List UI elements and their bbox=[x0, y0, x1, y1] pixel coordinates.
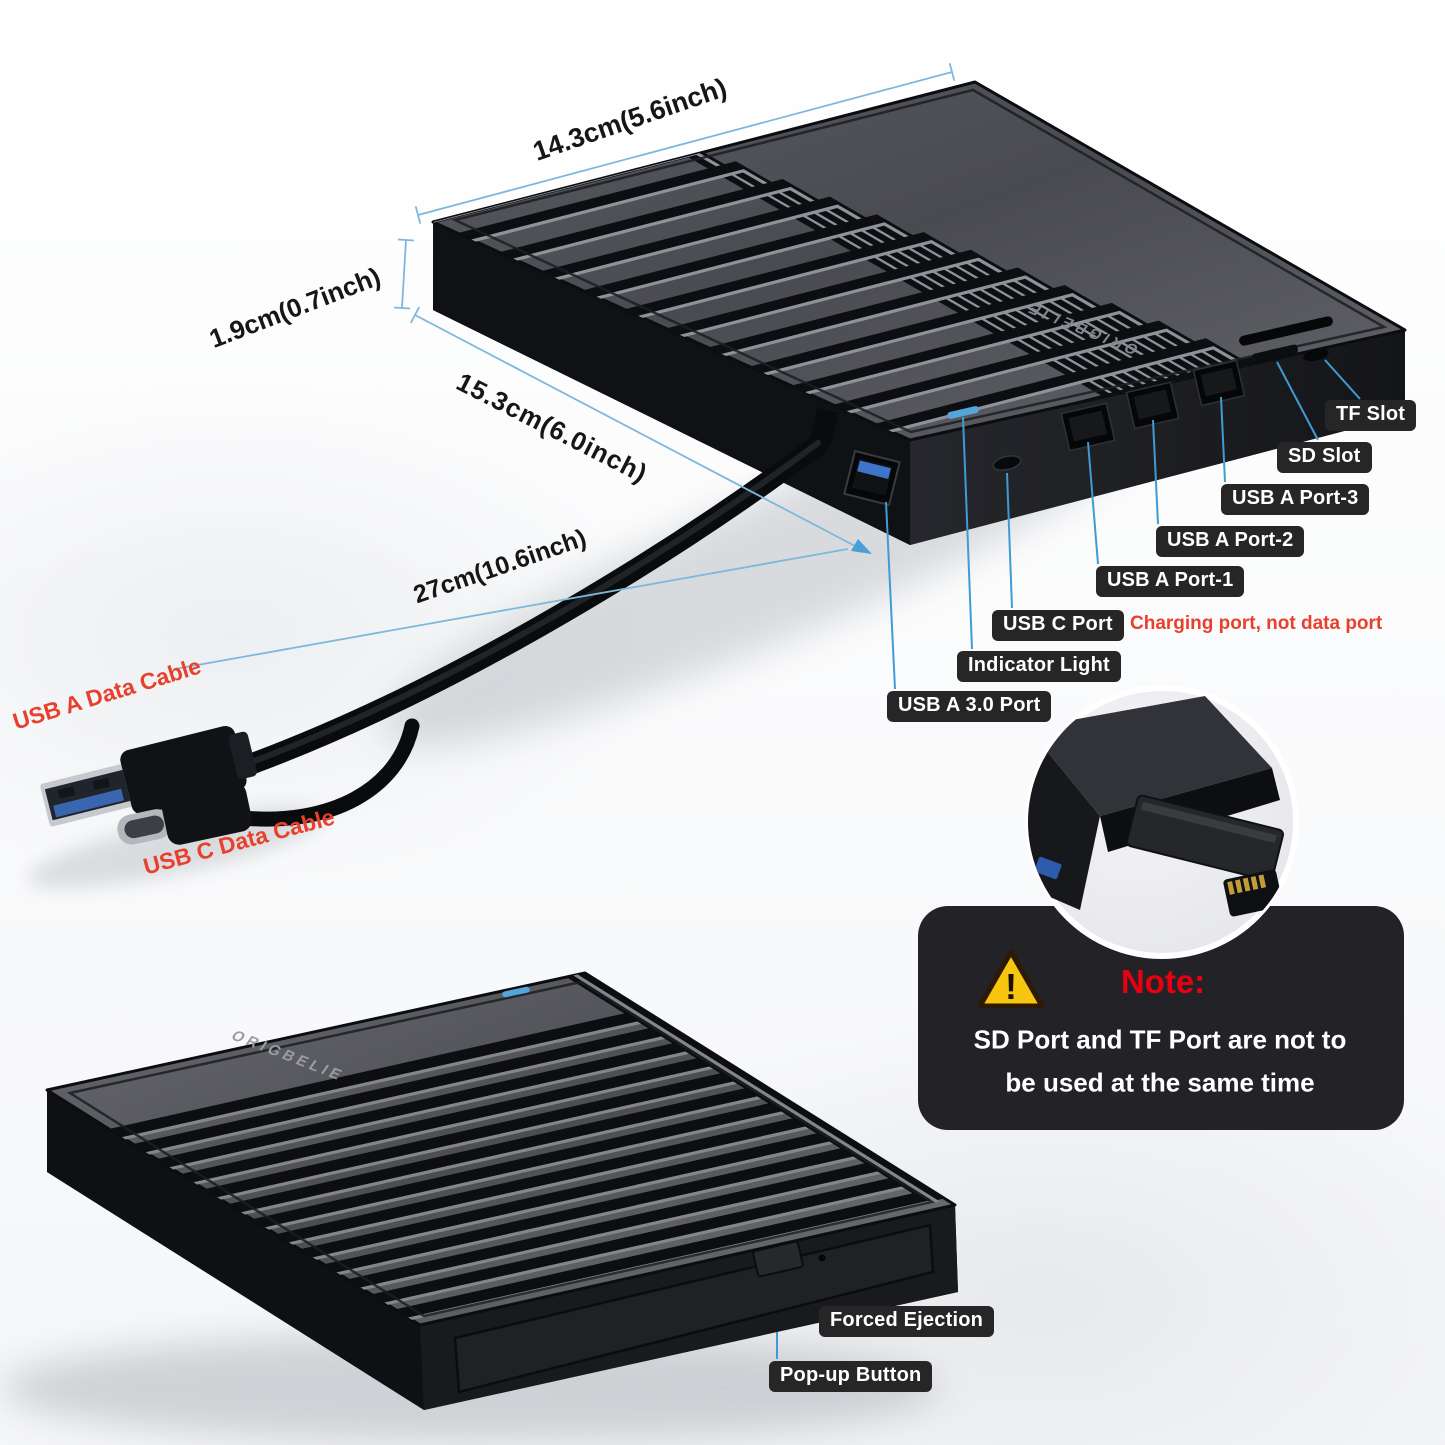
usb-c-port-label: USB C Port bbox=[992, 610, 1124, 641]
device-front-left-face bbox=[47, 1090, 424, 1410]
cable-dimension-line bbox=[174, 548, 849, 670]
dimension-arrow bbox=[851, 539, 872, 554]
chevron-pattern-bottom bbox=[47, 973, 944, 1325]
indicator-light bbox=[947, 406, 979, 419]
sd-slot-label: SD Slot bbox=[1277, 442, 1372, 473]
usb-a-3-0-port bbox=[843, 449, 901, 507]
sd-card-tab bbox=[1252, 344, 1298, 363]
usb-a-port-2-label: USB A Port-2 bbox=[1156, 526, 1305, 557]
forced-ejection-pinhole bbox=[818, 1254, 826, 1262]
tf-slot bbox=[1303, 348, 1329, 362]
popup-button-label: Pop-up Button bbox=[769, 1361, 933, 1392]
usb-c-port-note: Charging port, not data port bbox=[1130, 613, 1383, 634]
pop-up-button bbox=[752, 1240, 804, 1278]
indicator-light-bottom bbox=[502, 986, 530, 998]
usb-a-port-3-label: USB A Port-3 bbox=[1221, 484, 1370, 515]
sd-slot bbox=[1239, 316, 1333, 346]
note-line-1: SD Port and TF Port are not to bbox=[973, 1024, 1347, 1055]
indicator-light-label: Indicator Light bbox=[957, 651, 1121, 682]
tf-slot-label: TF Slot bbox=[1325, 400, 1417, 431]
device-bottom-view bbox=[45, 971, 958, 1410]
usb-port-glimpse bbox=[1034, 856, 1062, 880]
warning-icon: ! bbox=[976, 948, 1046, 1017]
usb-a-port-1 bbox=[1060, 402, 1116, 452]
note-line-2: be used at the same time bbox=[1005, 1067, 1315, 1098]
usb-a-port-3 bbox=[1192, 359, 1246, 407]
depth-dimension-line bbox=[414, 314, 856, 547]
dimension-lines bbox=[174, 63, 956, 670]
height-dimension-line bbox=[401, 239, 407, 309]
data-cable bbox=[40, 434, 829, 845]
sd-card bbox=[1125, 794, 1285, 882]
hub-ports bbox=[992, 316, 1333, 471]
inset-detail-photo bbox=[1025, 685, 1299, 959]
note-box bbox=[918, 906, 1404, 1130]
warning-exclamation: ! bbox=[1005, 966, 1017, 1007]
forced-ejection-label: Forced Ejection bbox=[819, 1306, 995, 1337]
device-top-view bbox=[431, 80, 1407, 545]
usb-c-port bbox=[992, 455, 1022, 471]
usb-a-30-port-label: USB A 3.0 Port bbox=[887, 691, 1052, 722]
note-title: Note: bbox=[1120, 963, 1206, 1000]
device-port-face bbox=[910, 330, 1405, 545]
width-dimension-line bbox=[417, 71, 953, 216]
usb-c-connector bbox=[117, 782, 252, 845]
usb-a-port-2 bbox=[1125, 381, 1180, 430]
usb-c-pigtail bbox=[235, 718, 420, 827]
usb-a-port-1-label: USB A Port-1 bbox=[1096, 566, 1245, 597]
